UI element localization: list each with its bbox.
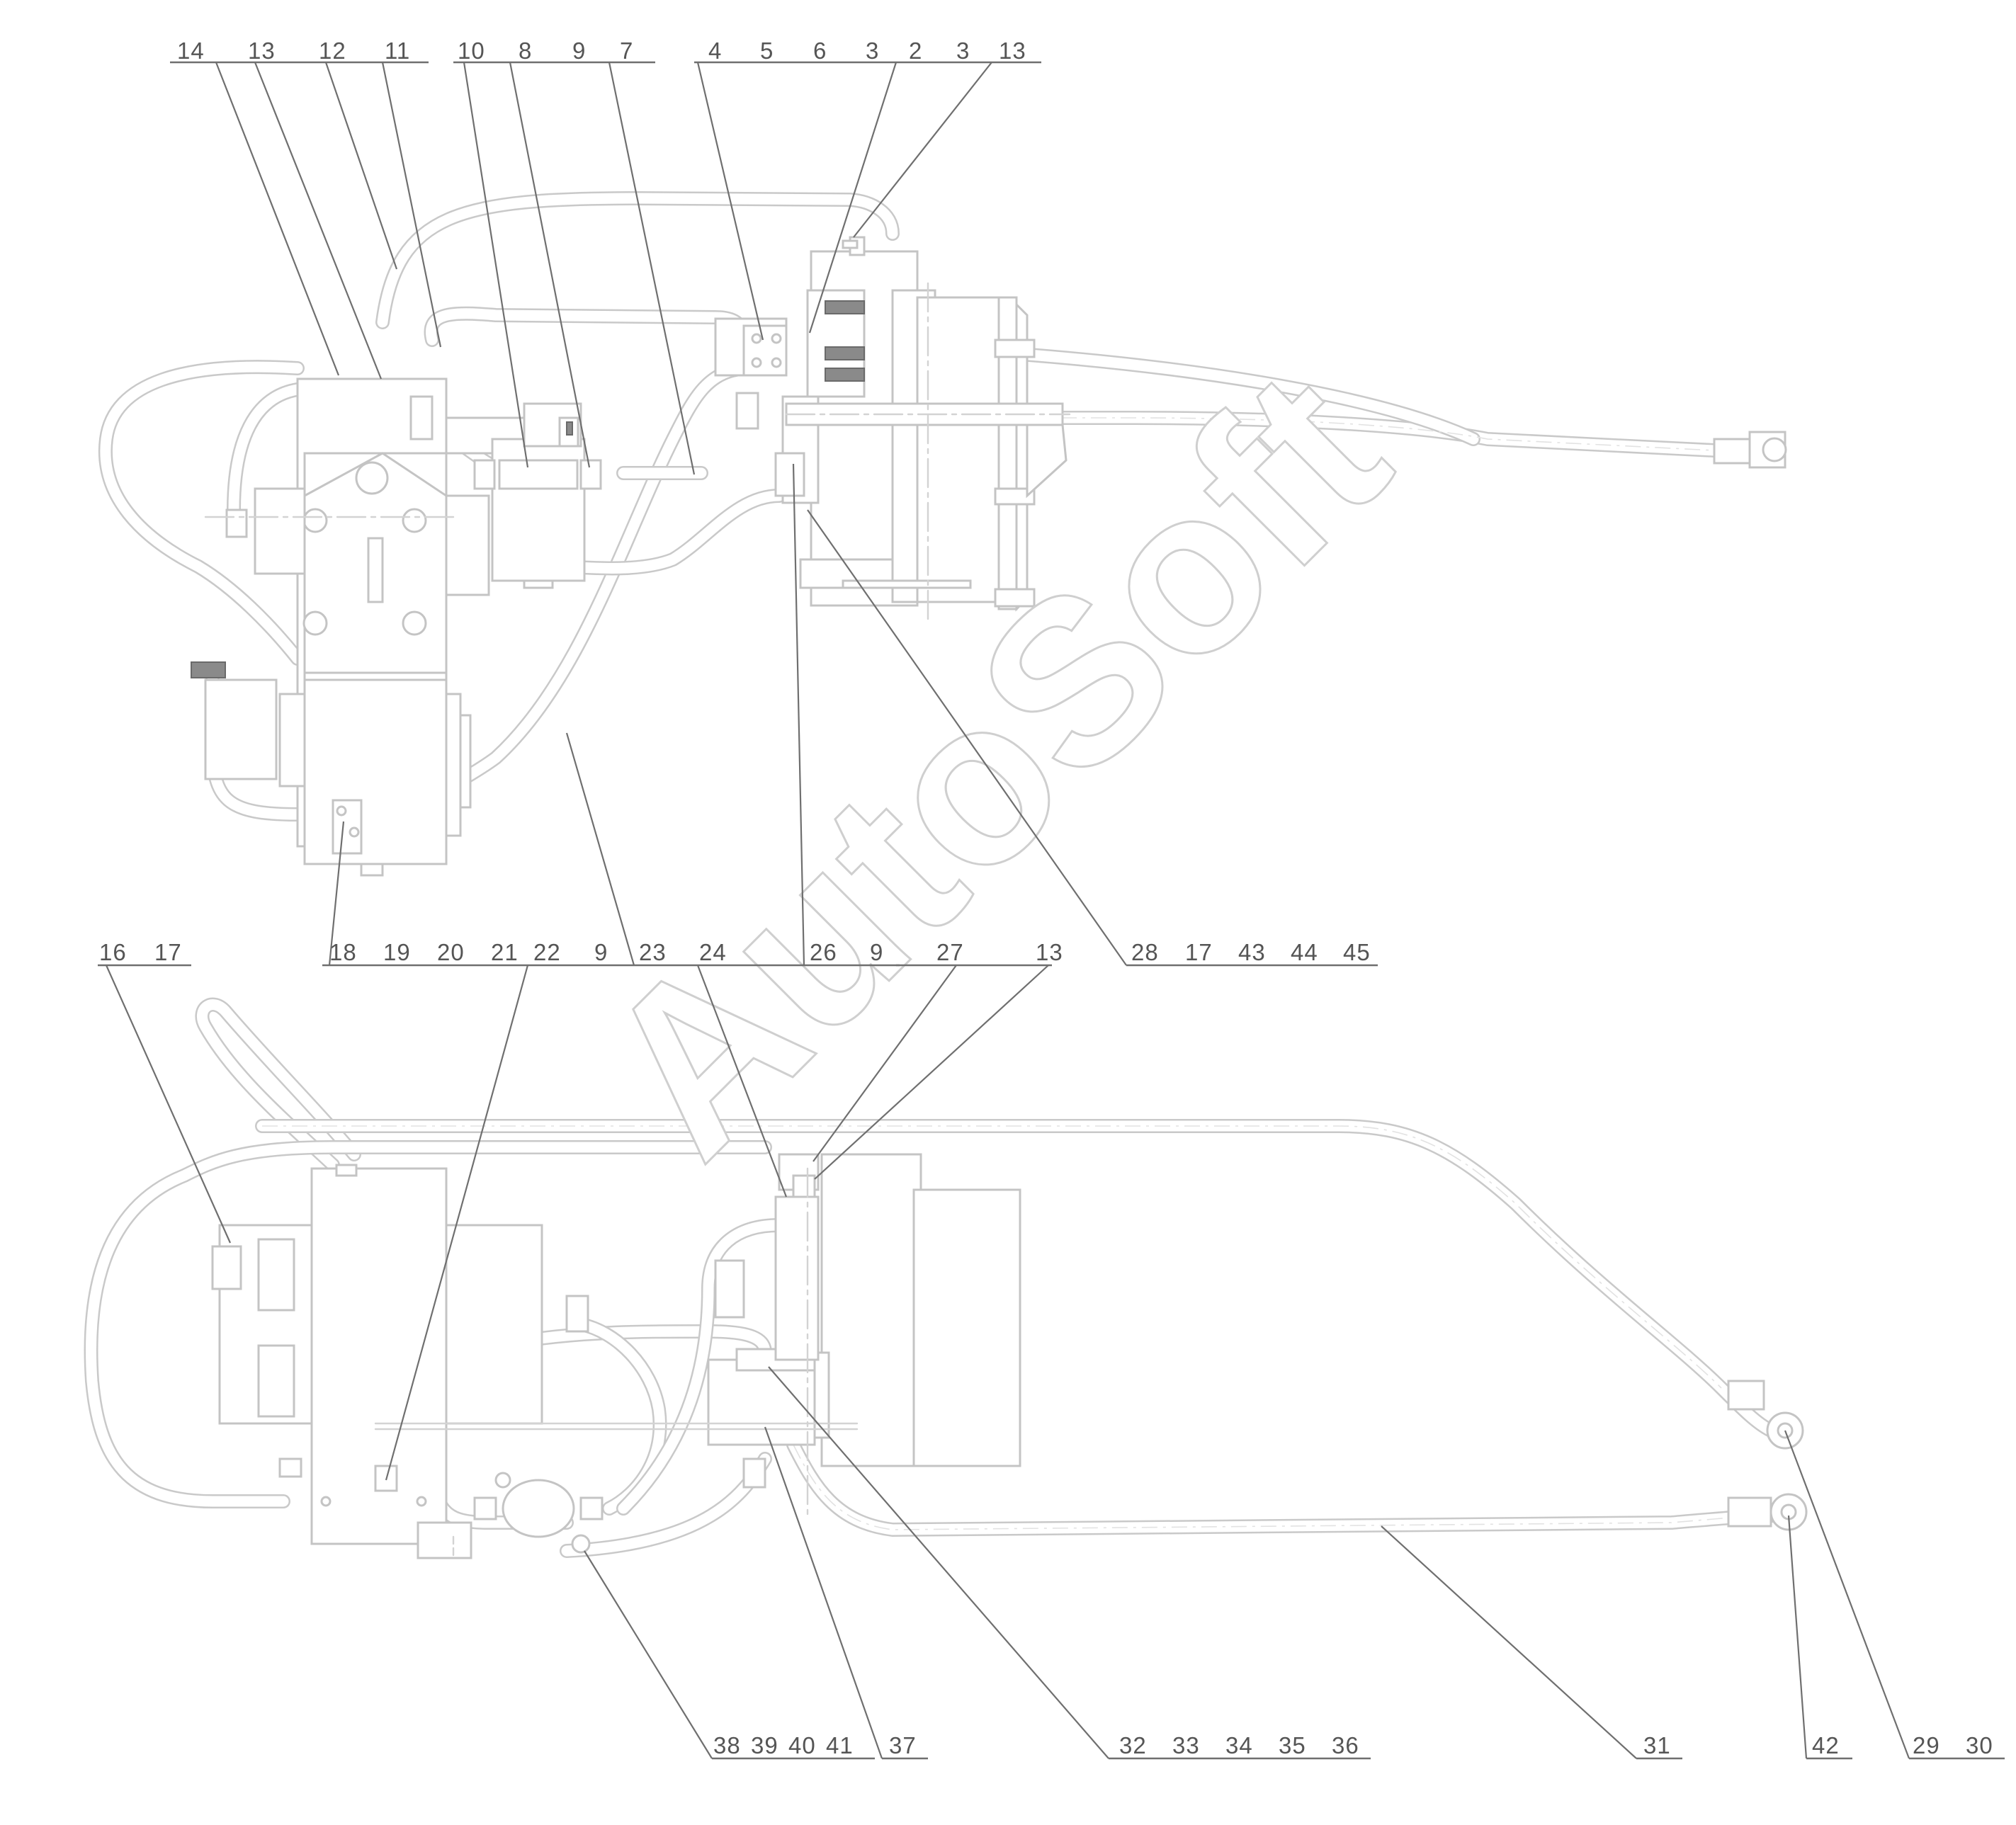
callout-9c: 9	[870, 939, 883, 965]
callout-45: 45	[1343, 939, 1371, 965]
callout-18: 18	[329, 939, 357, 965]
filter-valve	[409, 395, 602, 589]
callout-10: 10	[458, 38, 485, 64]
callout-16: 16	[99, 939, 127, 965]
callout-32: 32	[1119, 1732, 1147, 1758]
callout-36: 36	[1332, 1732, 1359, 1758]
callout-14: 14	[177, 38, 205, 64]
callout-43: 43	[1238, 939, 1266, 965]
callout-23: 23	[639, 939, 667, 965]
callout-12: 12	[319, 38, 346, 64]
callout-21: 21	[491, 939, 519, 965]
top-assembly-view	[98, 191, 1787, 877]
callout-20: 20	[437, 939, 465, 965]
callout-17b: 17	[1185, 939, 1213, 965]
callout-13c: 13	[1036, 939, 1063, 965]
callout-8: 8	[519, 38, 532, 64]
callout-labels-top: 14 13 12 11 10 8 9 7 4 5 6 3 2 3 13	[177, 38, 1026, 64]
callout-6: 6	[813, 38, 827, 64]
callout-7: 7	[620, 38, 633, 64]
callout-3b: 3	[956, 38, 970, 64]
callout-labels-bottom: 38 39 40 41 37 32 33 34 35 36 31 42 29 3…	[713, 1732, 1993, 1758]
callout-22: 22	[533, 939, 561, 965]
pump-body	[191, 377, 526, 877]
callout-2: 2	[909, 38, 922, 64]
callout-17: 17	[154, 939, 182, 965]
callout-9b: 9	[594, 939, 608, 965]
callout-24: 24	[699, 939, 727, 965]
callout-37: 37	[889, 1732, 917, 1758]
callout-11: 11	[385, 38, 410, 64]
callout-39: 39	[751, 1732, 778, 1758]
bottom-assembly-view	[84, 997, 1808, 1559]
callout-42: 42	[1812, 1732, 1840, 1758]
callout-31: 31	[1643, 1732, 1671, 1758]
callout-19: 19	[383, 939, 411, 965]
callout-28: 28	[1131, 939, 1159, 965]
callout-3: 3	[866, 38, 879, 64]
callout-35: 35	[1279, 1732, 1306, 1758]
callout-labels-middle: 16 17 18 19 20 21 22 9 23 24 26 9 27 13 …	[99, 939, 1371, 965]
callout-40: 40	[788, 1732, 816, 1758]
callout-4: 4	[708, 38, 722, 64]
callout-44: 44	[1291, 939, 1318, 965]
motor-housing	[774, 236, 1007, 607]
callout-13: 13	[248, 38, 276, 64]
bottom-pump-body	[211, 1164, 543, 1545]
callout-26: 26	[810, 939, 837, 965]
callout-13b: 13	[999, 38, 1026, 64]
callout-27: 27	[936, 939, 964, 965]
callout-9: 9	[572, 38, 586, 64]
callout-38: 38	[713, 1732, 741, 1758]
bottom-filter	[417, 1295, 604, 1559]
flange-hub	[785, 296, 1787, 612]
callout-33: 33	[1172, 1732, 1200, 1758]
bottom-motor	[707, 1153, 1808, 1531]
callout-34: 34	[1225, 1732, 1253, 1758]
swivel-fitting	[714, 317, 788, 430]
leader-lines	[98, 61, 2005, 1760]
callout-30: 30	[1966, 1732, 1993, 1758]
callout-29: 29	[1913, 1732, 1940, 1758]
callout-5: 5	[760, 38, 774, 64]
callout-41: 41	[826, 1732, 854, 1758]
